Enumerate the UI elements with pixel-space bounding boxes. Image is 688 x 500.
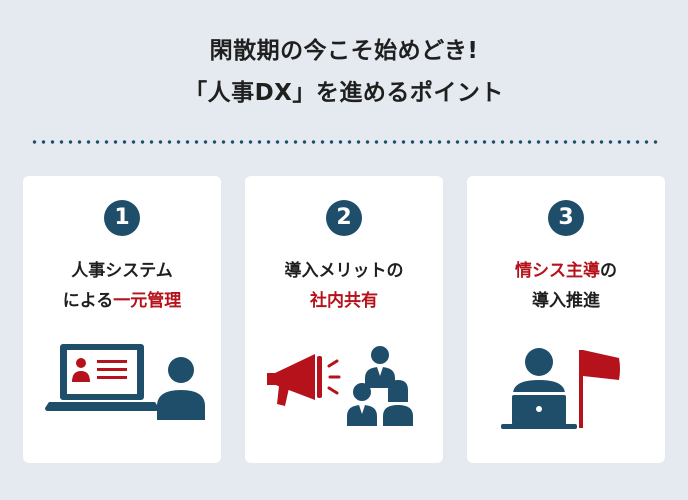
point-1-line-1: 人事システム	[71, 261, 173, 281]
point-1-plain-text: による	[62, 291, 114, 311]
dotted-divider	[30, 140, 660, 144]
point-1-line-2: による一元管理	[23, 286, 221, 316]
number-badge-1: 1	[104, 200, 140, 236]
point-2-highlight-text: 社内共有	[310, 291, 378, 311]
number-badge-3: 3	[548, 200, 584, 236]
point-card-1: 1 人事システム による一元管理	[23, 176, 221, 463]
laptop-user-icon	[45, 344, 205, 420]
point-card-2: 2 導入メリットの 社内共有	[245, 176, 443, 463]
title-line-2: 「人事DX」を進めるポイント	[184, 80, 504, 106]
point-label-3: 情シス主導の 導入推進	[467, 256, 665, 316]
point-3-highlight-text: 情シス主導	[515, 261, 600, 281]
laptop-flag-icon	[501, 348, 620, 429]
point-card-3: 3 情シス主導の 導入推進	[467, 176, 665, 463]
point-3-plain-text: の	[600, 261, 617, 281]
point-label-1: 人事システム による一元管理	[23, 256, 221, 316]
number-badge-2: 2	[326, 200, 362, 236]
page-title: 閑散期の今こそ始めどき! 「人事DX」を進めるポイント	[0, 30, 688, 114]
title-line-1: 閑散期の今こそ始めどき!	[209, 38, 479, 64]
point-label-2: 導入メリットの 社内共有	[245, 256, 443, 316]
point-3-line-2: 導入推進	[532, 291, 600, 311]
point-1-highlight-text: 一元管理	[113, 291, 182, 311]
point-3-line-1: 情シス主導の	[467, 256, 665, 286]
point-2-line-1: 導入メリットの	[284, 261, 404, 281]
megaphone-group-icon	[267, 346, 413, 426]
